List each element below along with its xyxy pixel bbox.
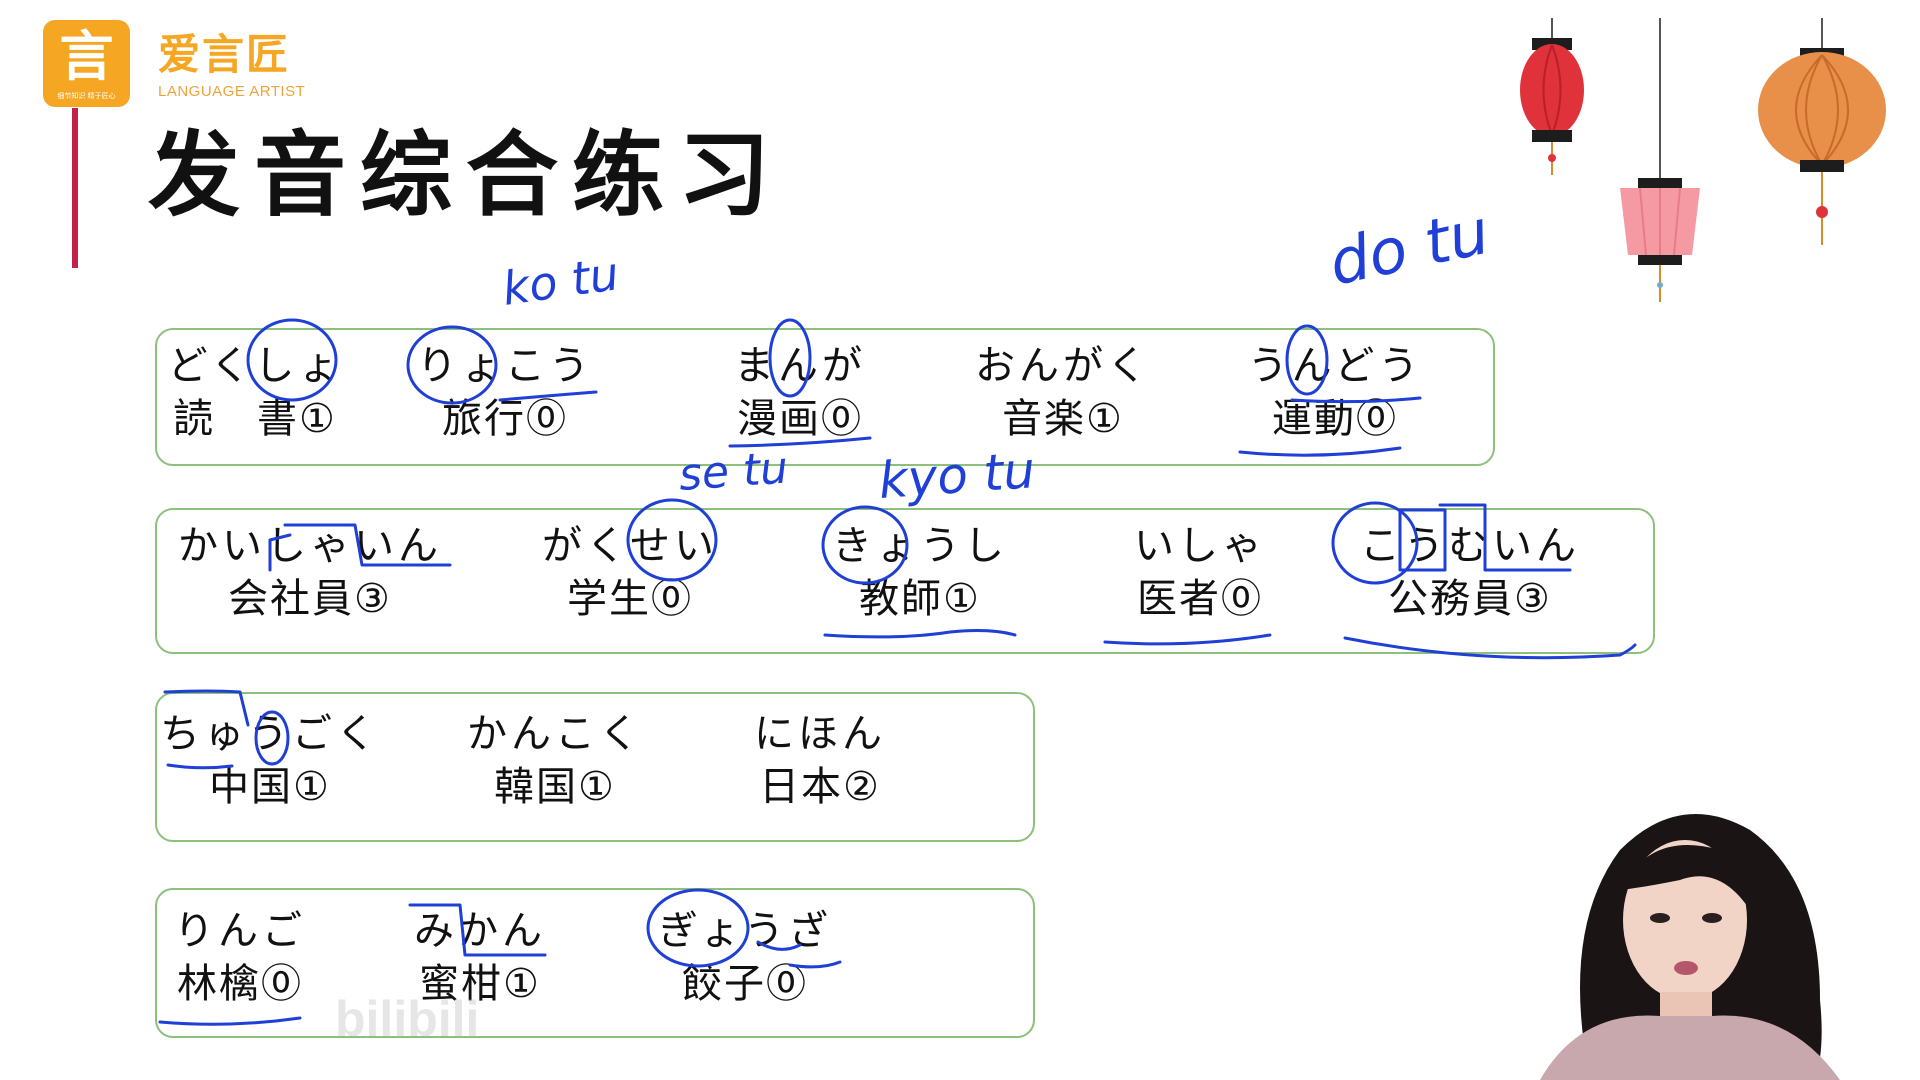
vocab-kanji: 漫画⓪ (737, 396, 863, 442)
vocab-kana: ちゅうごく (160, 711, 380, 757)
vocab-kana: うんどう (1247, 343, 1423, 389)
vocab-item-koumuin: こうむいん 公務員③ (1350, 520, 1590, 626)
vocab-kanji: 教師① (859, 576, 981, 622)
vocab-item-gyouza: ぎょうざ 餃子⓪ (645, 905, 845, 1011)
vocab-kana: きょうし (832, 523, 1008, 569)
red-lantern-icon (1520, 18, 1584, 175)
vocab-kana: かんこく (467, 711, 643, 757)
vocab-kanji: 運動⓪ (1272, 396, 1398, 442)
vocab-item-undou: うんどう 運動⓪ (1240, 340, 1430, 446)
word-group-1 (155, 328, 1495, 466)
vocab-kana: まんが (734, 343, 866, 389)
vocab-kana: どくしょ (167, 343, 343, 389)
bilibili-watermark: bilibili (335, 991, 480, 1047)
vocab-kanji: 読 書① (173, 396, 337, 442)
brand-logo-glyph: 言 (59, 25, 114, 88)
vocab-item-ryokou: りょこう 旅行⓪ (410, 340, 600, 446)
vocab-kana: いしゃ (1134, 523, 1266, 569)
vocab-kana: かいしゃいん (178, 523, 442, 569)
vocab-kanji: 中国① (209, 764, 331, 810)
vocab-item-ongaku: おんがく 音楽① (968, 340, 1158, 446)
word-group-4 (155, 888, 1035, 1038)
vocab-kanji: 会社員③ (228, 576, 392, 622)
vocab-kanji: 日本② (759, 764, 881, 810)
note-ko-tu: ko tu (499, 246, 622, 316)
vocab-kanji: 韓国① (494, 764, 616, 810)
vocab-item-chuugoku: ちゅうごく 中国① (160, 708, 380, 814)
brand-logo-icon: 言 细节知识 精于匠心 (43, 20, 130, 107)
vocab-kana: ぎょうざ (658, 908, 832, 954)
vocab-kanji: 餃子⓪ (682, 961, 808, 1007)
vocab-item-kyoushi: きょうし 教師① (820, 520, 1020, 626)
vocab-kanji: 公務員③ (1388, 576, 1552, 622)
note-do-tu: do tu (1323, 195, 1495, 300)
vocab-kana: にほん (754, 711, 886, 757)
brand-name-en: LANGUAGE ARTIST (158, 83, 306, 100)
vocab-item-ringo: りんご 林檎⓪ (165, 905, 315, 1011)
presenter-figure (1520, 770, 1920, 1080)
vocab-kanji: 学生⓪ (567, 576, 693, 622)
vocab-kana: こうむいん (1360, 523, 1580, 569)
vocab-kanji: 旅行⓪ (442, 396, 568, 442)
vocab-kanji: 音楽① (1002, 396, 1124, 442)
page-title: 发音综合练习 (148, 121, 785, 229)
vocab-kanji: 林檎⓪ (177, 961, 303, 1007)
presenter-video (1520, 770, 1920, 1080)
pink-lantern-icon (1620, 18, 1700, 302)
vocab-kanji: 医者⓪ (1137, 576, 1263, 622)
vocab-kana: みかん (414, 908, 546, 954)
vocab-kanji: 蜜柑① (419, 961, 541, 1007)
vocab-item-dokusho: どくしょ 読 書① (160, 340, 350, 446)
vocab-kana: おんがく (975, 343, 1151, 389)
vocab-item-kaishain: かいしゃいん 会社員③ (170, 520, 450, 626)
vocab-item-nihon: にほん 日本② (740, 708, 900, 814)
brand-tagline: 细节知识 精于匠心 (57, 92, 116, 100)
title-accent-bar (72, 108, 78, 268)
word-group-3 (155, 692, 1035, 842)
vocab-kana: りんご (174, 908, 306, 954)
vocab-item-manga: まんが 漫画⓪ (705, 340, 895, 446)
brand-name-cn: 爱言匠 (158, 30, 291, 79)
orange-lantern-icon (1758, 18, 1886, 245)
vocab-kana: がくせい (542, 523, 718, 569)
vocab-kana: りょこう (417, 343, 593, 389)
vocab-item-gakusei: がくせい 学生⓪ (530, 520, 730, 626)
vocab-item-kankoku: かんこく 韓国① (465, 708, 645, 814)
vocab-item-isha: いしゃ 医者⓪ (1110, 520, 1290, 626)
